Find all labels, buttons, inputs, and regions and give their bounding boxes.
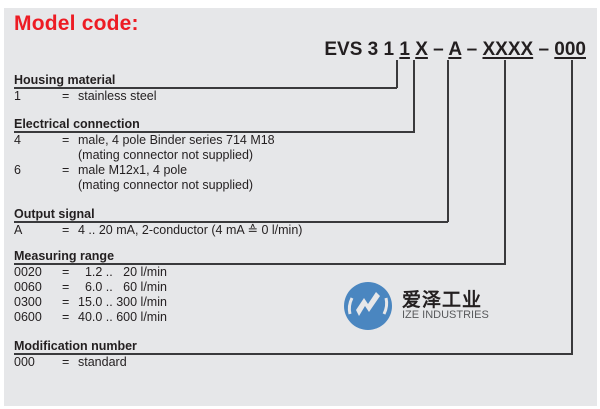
connector-housing-h [14, 87, 397, 89]
option-row: (mating connector not supplied) [14, 178, 253, 193]
code-sep: – [461, 39, 483, 60]
option-value: 1.2 .. 20 l/min [78, 265, 167, 279]
option-row: 6 = male M12x1, 4 pole [14, 163, 187, 178]
option-row: 000 = standard [14, 355, 127, 370]
option-key: 000 [14, 355, 35, 369]
option-row: A = 4 .. 20 mA, 2-conductor (4 mA ≙ 0 l/mi… [14, 223, 302, 238]
option-eq: = [62, 295, 70, 309]
option-value: 4 .. 20 mA, 2-conductor (4 mA ≙ 0 l/min) [78, 223, 303, 237]
section-heading-output: Output signal [14, 207, 95, 221]
code-prefix: EVS 3 1 [324, 39, 400, 60]
section-heading-modification: Modification number [14, 339, 137, 353]
option-value: 6.0 .. 60 l/min [78, 280, 167, 294]
model-code-string: EVS 3 1 1 X – A – XXXX – 000 [324, 39, 586, 61]
code-sep: – [427, 39, 449, 60]
model-code-panel [4, 8, 597, 406]
connector-electrical-h [14, 131, 415, 133]
option-value: male M12x1, 4 pole [78, 163, 188, 177]
connector-output-v [447, 60, 449, 222]
section-heading-electrical: Electrical connection [14, 117, 140, 131]
code-range: XXXX [482, 39, 534, 60]
connector-electrical-v [413, 60, 415, 132]
ize-logo-icon [342, 280, 394, 332]
option-eq: = [62, 265, 70, 279]
option-value: male, 4 pole Binder series 714 M18 [78, 133, 275, 147]
option-value: stainless steel [78, 89, 157, 103]
connector-modification-v [571, 60, 573, 354]
option-eq: = [62, 223, 70, 237]
code-housing: 1 [399, 39, 410, 60]
option-key: A [14, 223, 23, 237]
option-row: 0300 = 15.0 .. 300 l/min [14, 295, 167, 310]
option-value: (mating connector not supplied) [78, 148, 254, 162]
option-value: (mating connector not supplied) [78, 178, 254, 192]
option-eq: = [62, 163, 70, 177]
section-heading-range: Measuring range [14, 249, 115, 263]
option-value: 40.0 .. 600 l/min [78, 310, 167, 324]
watermark-name-en: IZE INDUSTRIES [402, 309, 489, 321]
connector-range-v [504, 60, 506, 264]
code-sep: – [533, 39, 555, 60]
option-eq: = [62, 133, 70, 147]
option-key: 0300 [14, 295, 42, 309]
option-eq: = [62, 355, 70, 369]
connector-output-h [14, 221, 448, 223]
option-row: 1 = stainless steel [14, 89, 157, 104]
section-heading-housing: Housing material [14, 73, 116, 87]
option-row: 0600 = 40.0 .. 600 l/min [14, 310, 167, 325]
option-row: 0020 = 1.2 .. 20 l/min [14, 265, 167, 280]
option-key: 0020 [14, 265, 42, 279]
option-eq: = [62, 310, 70, 324]
option-value: standard [78, 355, 127, 369]
code-modification: 000 [554, 39, 586, 60]
option-eq: = [62, 89, 70, 103]
page-title: Model code: [14, 12, 139, 35]
option-key: 0600 [14, 310, 42, 324]
option-row: 4 = male, 4 pole Binder series 714 M18 [14, 133, 275, 148]
code-output: A [448, 39, 462, 60]
option-key: 4 [14, 133, 21, 147]
option-row: 0060 = 6.0 .. 60 l/min [14, 280, 167, 295]
code-electrical: X [415, 39, 428, 60]
connector-modification-h [14, 353, 573, 355]
connector-range-h [14, 263, 506, 265]
connector-housing-v [396, 60, 398, 88]
option-value: 15.0 .. 300 l/min [78, 295, 167, 309]
option-eq: = [62, 280, 70, 294]
option-key: 0060 [14, 280, 42, 294]
option-row: (mating connector not supplied) [14, 148, 253, 163]
option-key: 1 [14, 89, 21, 103]
watermark-name-cn: 爱泽工业 [402, 290, 483, 311]
option-key: 6 [14, 163, 21, 177]
